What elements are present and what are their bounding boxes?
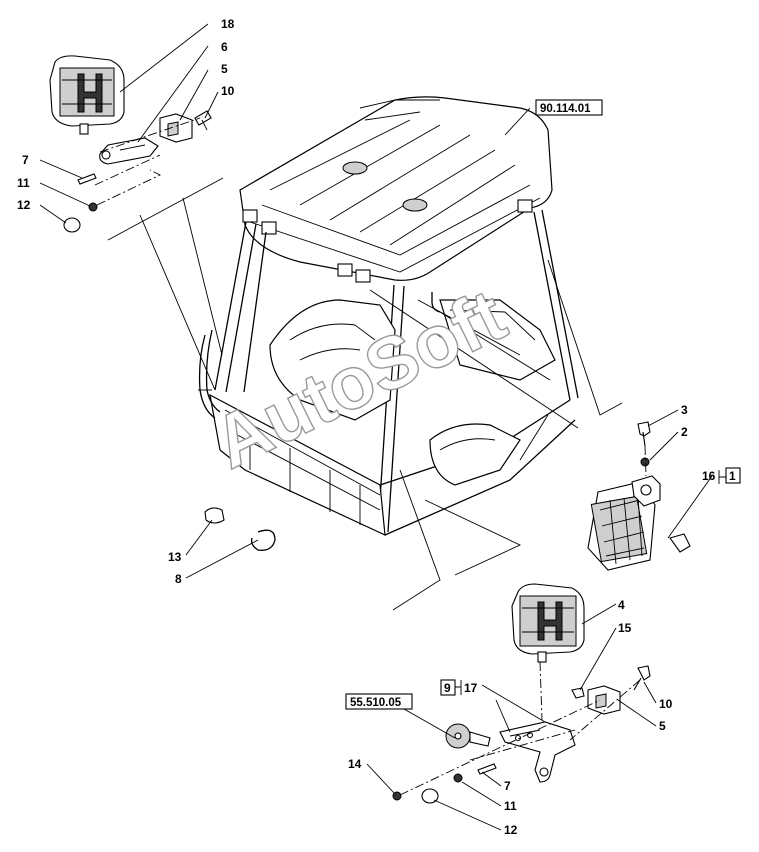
callout-7-top: 7	[22, 153, 29, 167]
callout-12-top: 12	[17, 198, 31, 212]
callout-9: 9	[444, 681, 451, 695]
work-lamp-front-left	[49, 55, 125, 135]
washer-right	[640, 457, 650, 467]
bolt-top	[194, 110, 212, 131]
roof-canopy	[239, 96, 553, 281]
cab-assembly	[198, 96, 579, 536]
callout-11-bottom: 11	[504, 799, 517, 813]
cap-bottom	[421, 788, 439, 804]
bolt-bottom-10	[633, 665, 651, 691]
callout-leaders	[39, 23, 713, 831]
cab-seat	[269, 299, 396, 421]
lamp-clamp-top	[159, 113, 193, 143]
ref-cab: 90.114.01	[540, 103, 591, 115]
callout-1: 1	[729, 469, 736, 483]
cab-lower-frame	[209, 393, 386, 536]
callout-14: 14	[348, 757, 362, 771]
pin-bottom	[477, 763, 497, 775]
pin-top	[77, 173, 97, 185]
callout-13: 13	[168, 550, 182, 564]
callout-6: 6	[221, 40, 228, 54]
callout-2: 2	[681, 425, 688, 439]
callout-5-bottom: 5	[659, 719, 666, 733]
ref-box-1	[725, 467, 741, 484]
callout-16: 16	[702, 469, 716, 483]
work-lamp-rear-right	[587, 475, 661, 571]
ref-box-cab	[535, 99, 603, 116]
callout-18: 18	[221, 17, 235, 31]
lamp-bracket-bottom	[499, 721, 576, 783]
lamp-bracket-top	[99, 137, 159, 165]
work-lamp-bottom	[511, 583, 585, 663]
washer-top	[88, 202, 98, 212]
washer-bottom	[453, 773, 463, 783]
spring-clip-8	[250, 529, 276, 551]
callout-10-bottom: 10	[659, 697, 673, 711]
callout-11-top: 11	[17, 176, 30, 190]
callout-17: 17	[464, 681, 478, 695]
callout-15: 15	[618, 621, 632, 635]
plug-13	[204, 507, 225, 524]
leader-lines	[107, 177, 623, 611]
ref-bracket: 55.510.05	[350, 697, 402, 709]
callout-10-top: 10	[221, 84, 235, 98]
callout-12-bottom: 12	[504, 823, 518, 837]
bolt-right	[637, 421, 651, 447]
lamp-clamp-bottom	[587, 685, 621, 715]
callout-8: 8	[175, 572, 182, 586]
plug-right	[669, 533, 691, 553]
ref-box-bracket	[345, 693, 413, 710]
ref-box-9	[440, 679, 456, 696]
callout-7-bottom: 7	[504, 779, 511, 793]
bolt-bottom-15	[571, 687, 585, 699]
callout-5-top: 5	[221, 62, 228, 76]
callout-labels: 18 6 5 10 7 11 12 90.114.01 3 2 16 1 13 …	[17, 17, 741, 837]
callout-4: 4	[618, 598, 625, 612]
gear-part	[445, 723, 491, 749]
callout-3: 3	[681, 403, 688, 417]
cap-top	[63, 217, 81, 233]
